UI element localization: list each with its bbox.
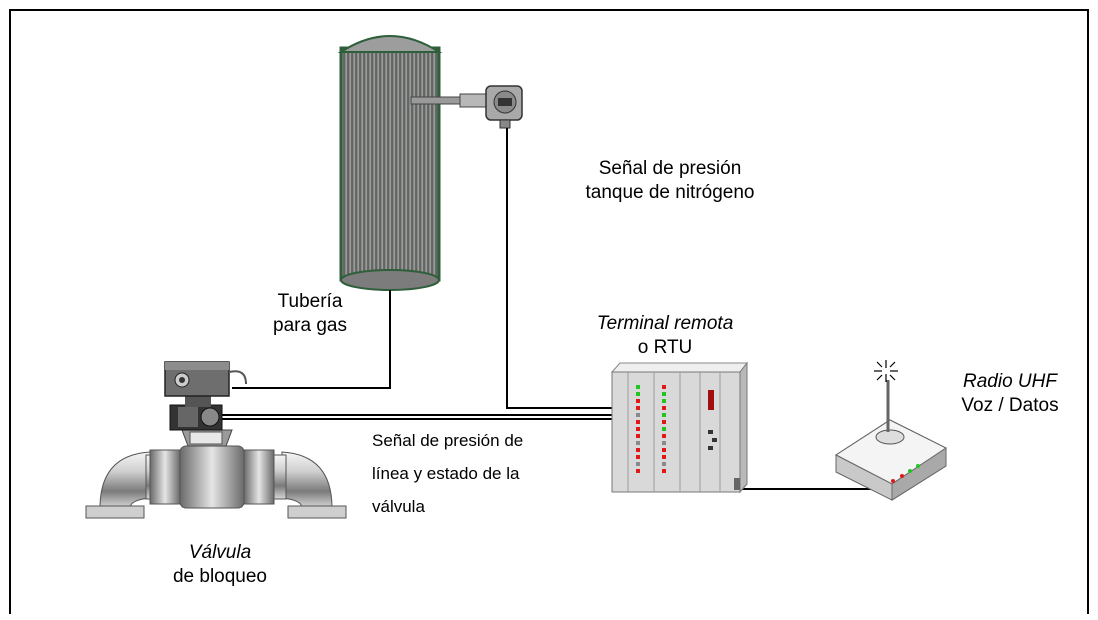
rtu-label-line2: o RTU <box>637 337 693 358</box>
line-signal-label-line2: línea y estado de la <box>372 464 520 483</box>
rtu-led <box>662 455 666 459</box>
rtu-led <box>636 392 640 396</box>
block-valve <box>85 361 347 519</box>
rtu-led <box>662 413 666 417</box>
line-signal-label-line1: Señal de presión de <box>372 431 524 450</box>
rtu-led <box>662 469 666 473</box>
rtu-led <box>636 462 640 466</box>
radio-label: Radio UHF Voz / Datos <box>945 370 1075 418</box>
rtu-led <box>662 441 666 445</box>
rtu-led <box>636 448 640 452</box>
rtu-led <box>636 455 640 459</box>
line-signal-label: Señal de presión de línea y estado de la… <box>372 424 523 523</box>
rtu-led <box>662 399 666 403</box>
gas-pipe-label-line1: Tubería <box>277 291 343 312</box>
block-valve-label: Válvula de bloqueo <box>150 541 290 589</box>
tank-signal-label-line2: tanque de nitrógeno <box>585 182 755 203</box>
rtu-led <box>662 420 666 424</box>
pressure-transmitter <box>410 85 523 129</box>
line-signal-label-line3: válvula <box>372 497 425 516</box>
rtu-label: Terminal remota o RTU <box>585 312 745 360</box>
rtu-label-line1: Terminal remota <box>596 313 734 334</box>
uhf-radio <box>835 360 947 501</box>
gas-pipe-label: Tubería para gas <box>250 290 370 338</box>
rtu-led <box>662 434 666 438</box>
rtu-led <box>636 385 640 389</box>
rtu-led <box>636 406 640 410</box>
radio-label-line2: Voz / Datos <box>961 395 1059 416</box>
rtu-led <box>636 434 640 438</box>
rtu-led <box>636 441 640 445</box>
rtu-rack <box>610 361 749 494</box>
rtu-led <box>662 406 666 410</box>
rtu-led <box>636 469 640 473</box>
gas-pipe-label-line2: para gas <box>273 315 347 336</box>
rtu-led <box>662 392 666 396</box>
tank-signal-label: Señal de presión tanque de nitrógeno <box>560 157 780 205</box>
rtu-led <box>636 413 640 417</box>
signal-burst-icon <box>874 360 898 382</box>
rtu-led <box>662 462 666 466</box>
radio-label-line1: Radio UHF <box>963 371 1057 392</box>
block-valve-label-line1: Válvula <box>188 542 252 563</box>
rtu-led <box>662 427 666 431</box>
nitrogen-tank <box>337 35 443 291</box>
rtu-led <box>636 399 640 403</box>
rtu-led <box>636 427 640 431</box>
block-valve-label-line2: de bloqueo <box>172 566 268 587</box>
diagram-frame <box>9 9 1089 614</box>
tank-signal-label-line1: Señal de presión <box>598 158 742 179</box>
rtu-led <box>662 448 666 452</box>
rtu-led <box>636 420 640 424</box>
rtu-led <box>662 385 666 389</box>
